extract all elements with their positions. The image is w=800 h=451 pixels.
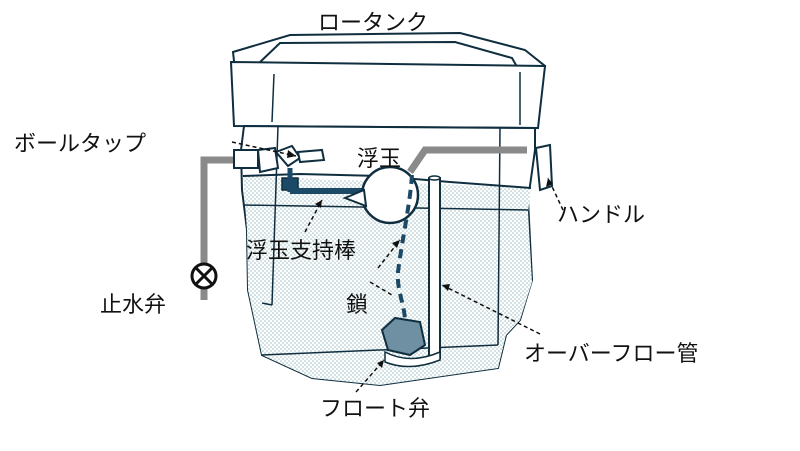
flapper-valve-icon xyxy=(380,316,441,368)
float-arm xyxy=(287,168,376,194)
label-chain: 鎖 xyxy=(346,293,368,318)
leader-arrowheads xyxy=(287,150,553,368)
tank-lid xyxy=(229,31,547,130)
label-handle: ハンドル xyxy=(557,203,645,228)
label-stop-valve: 止水弁 xyxy=(100,293,166,318)
label-float-arm: 浮玉支持棒 xyxy=(246,239,356,264)
chain xyxy=(395,174,414,336)
supply-pipe xyxy=(200,156,238,300)
label-overflow-pipe: オーバーフロー管 xyxy=(524,342,698,367)
label-tank: ロータンク xyxy=(318,11,428,36)
label-flapper-valve: フロート弁 xyxy=(320,397,430,422)
overflow-pipe xyxy=(428,175,441,359)
label-float-ball: 浮玉 xyxy=(357,147,401,172)
label-ball-tap: ボールタップ xyxy=(14,132,146,157)
float-ball-icon xyxy=(342,165,420,225)
stop-valve-icon xyxy=(190,262,218,290)
